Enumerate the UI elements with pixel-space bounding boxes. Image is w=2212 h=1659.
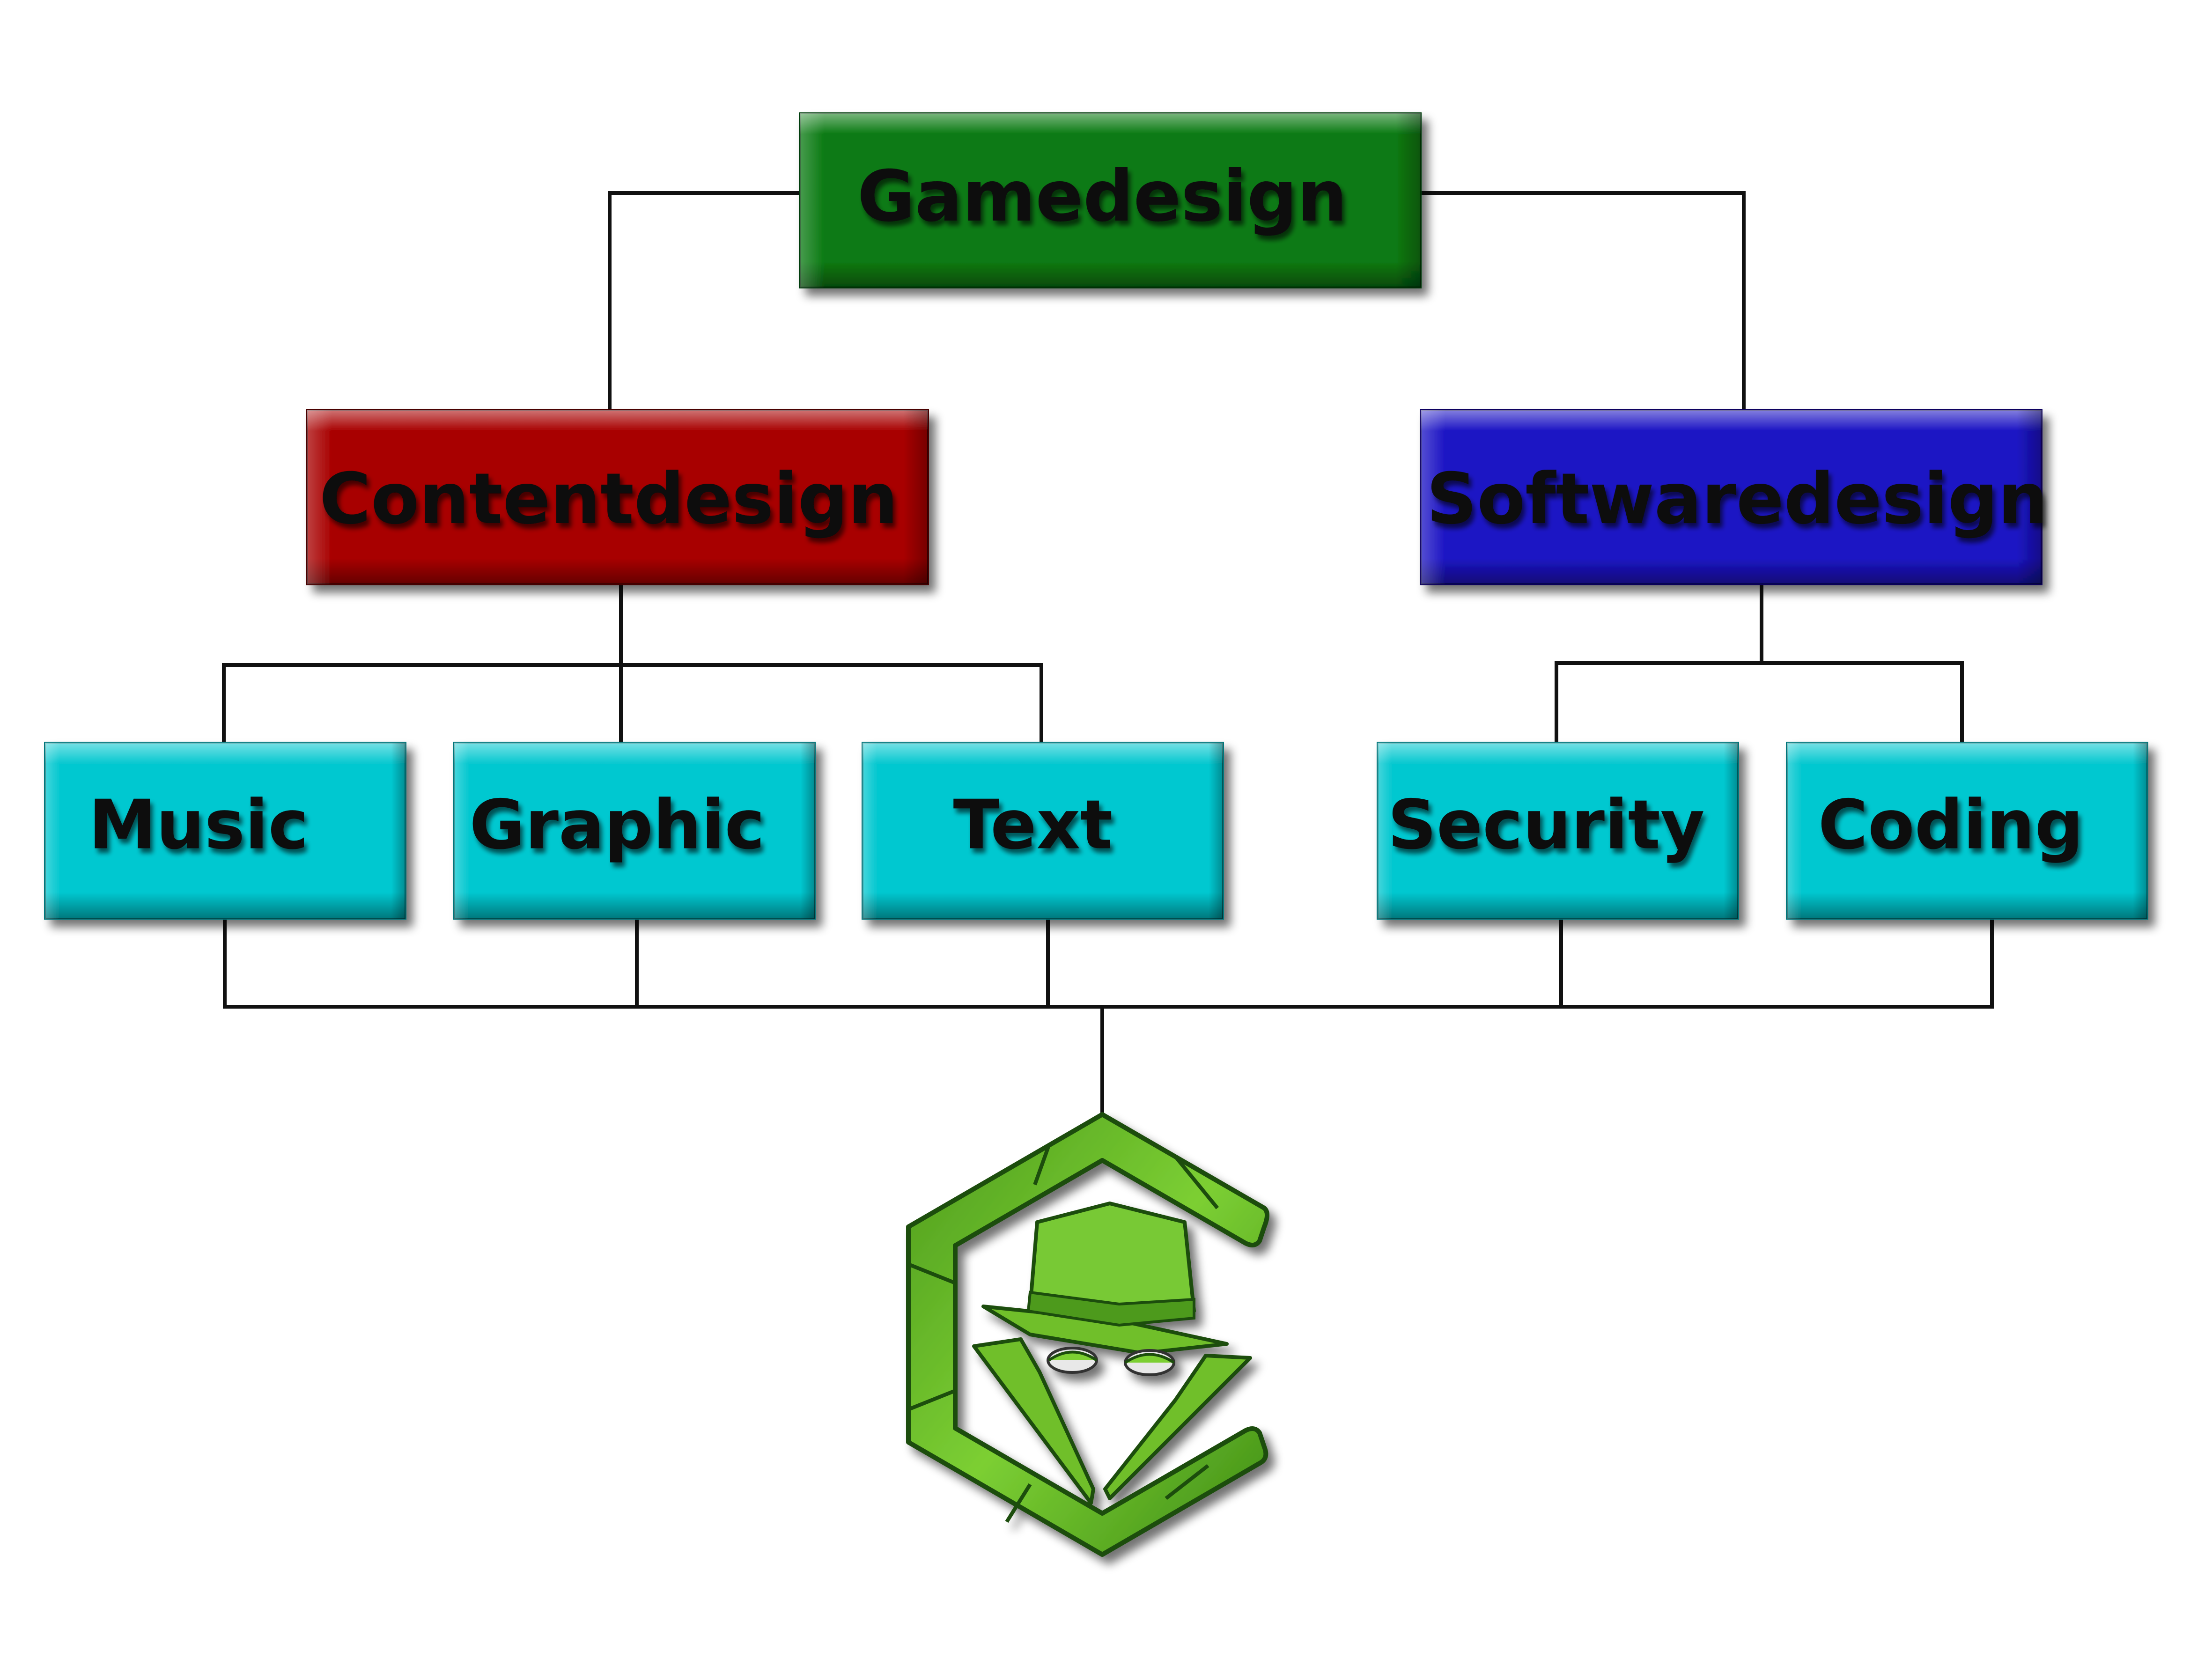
node-coding xyxy=(1786,742,2148,920)
node-music xyxy=(44,742,406,920)
hat-hexagon-logo xyxy=(906,1112,1269,1557)
gamedesign-label: Gamedesign xyxy=(857,156,1347,237)
graphic-label: Graphic xyxy=(469,786,765,865)
softwaredesign-label: Softwaredesign xyxy=(1426,458,2048,540)
coding-label: Coding xyxy=(1818,786,2084,865)
node-contentdesign xyxy=(306,409,929,585)
security-label: Security xyxy=(1388,786,1705,865)
music-label: Music xyxy=(88,786,308,865)
connector-lines xyxy=(222,191,1994,1114)
text-label: Text xyxy=(953,786,1113,865)
node-softwaredesign xyxy=(1420,409,2042,585)
node-gamedesign xyxy=(799,112,1422,288)
node-graphic xyxy=(453,742,816,920)
node-text xyxy=(862,742,1224,920)
contentdesign-label: Contentdesign xyxy=(319,458,898,540)
node-security xyxy=(1377,742,1739,920)
